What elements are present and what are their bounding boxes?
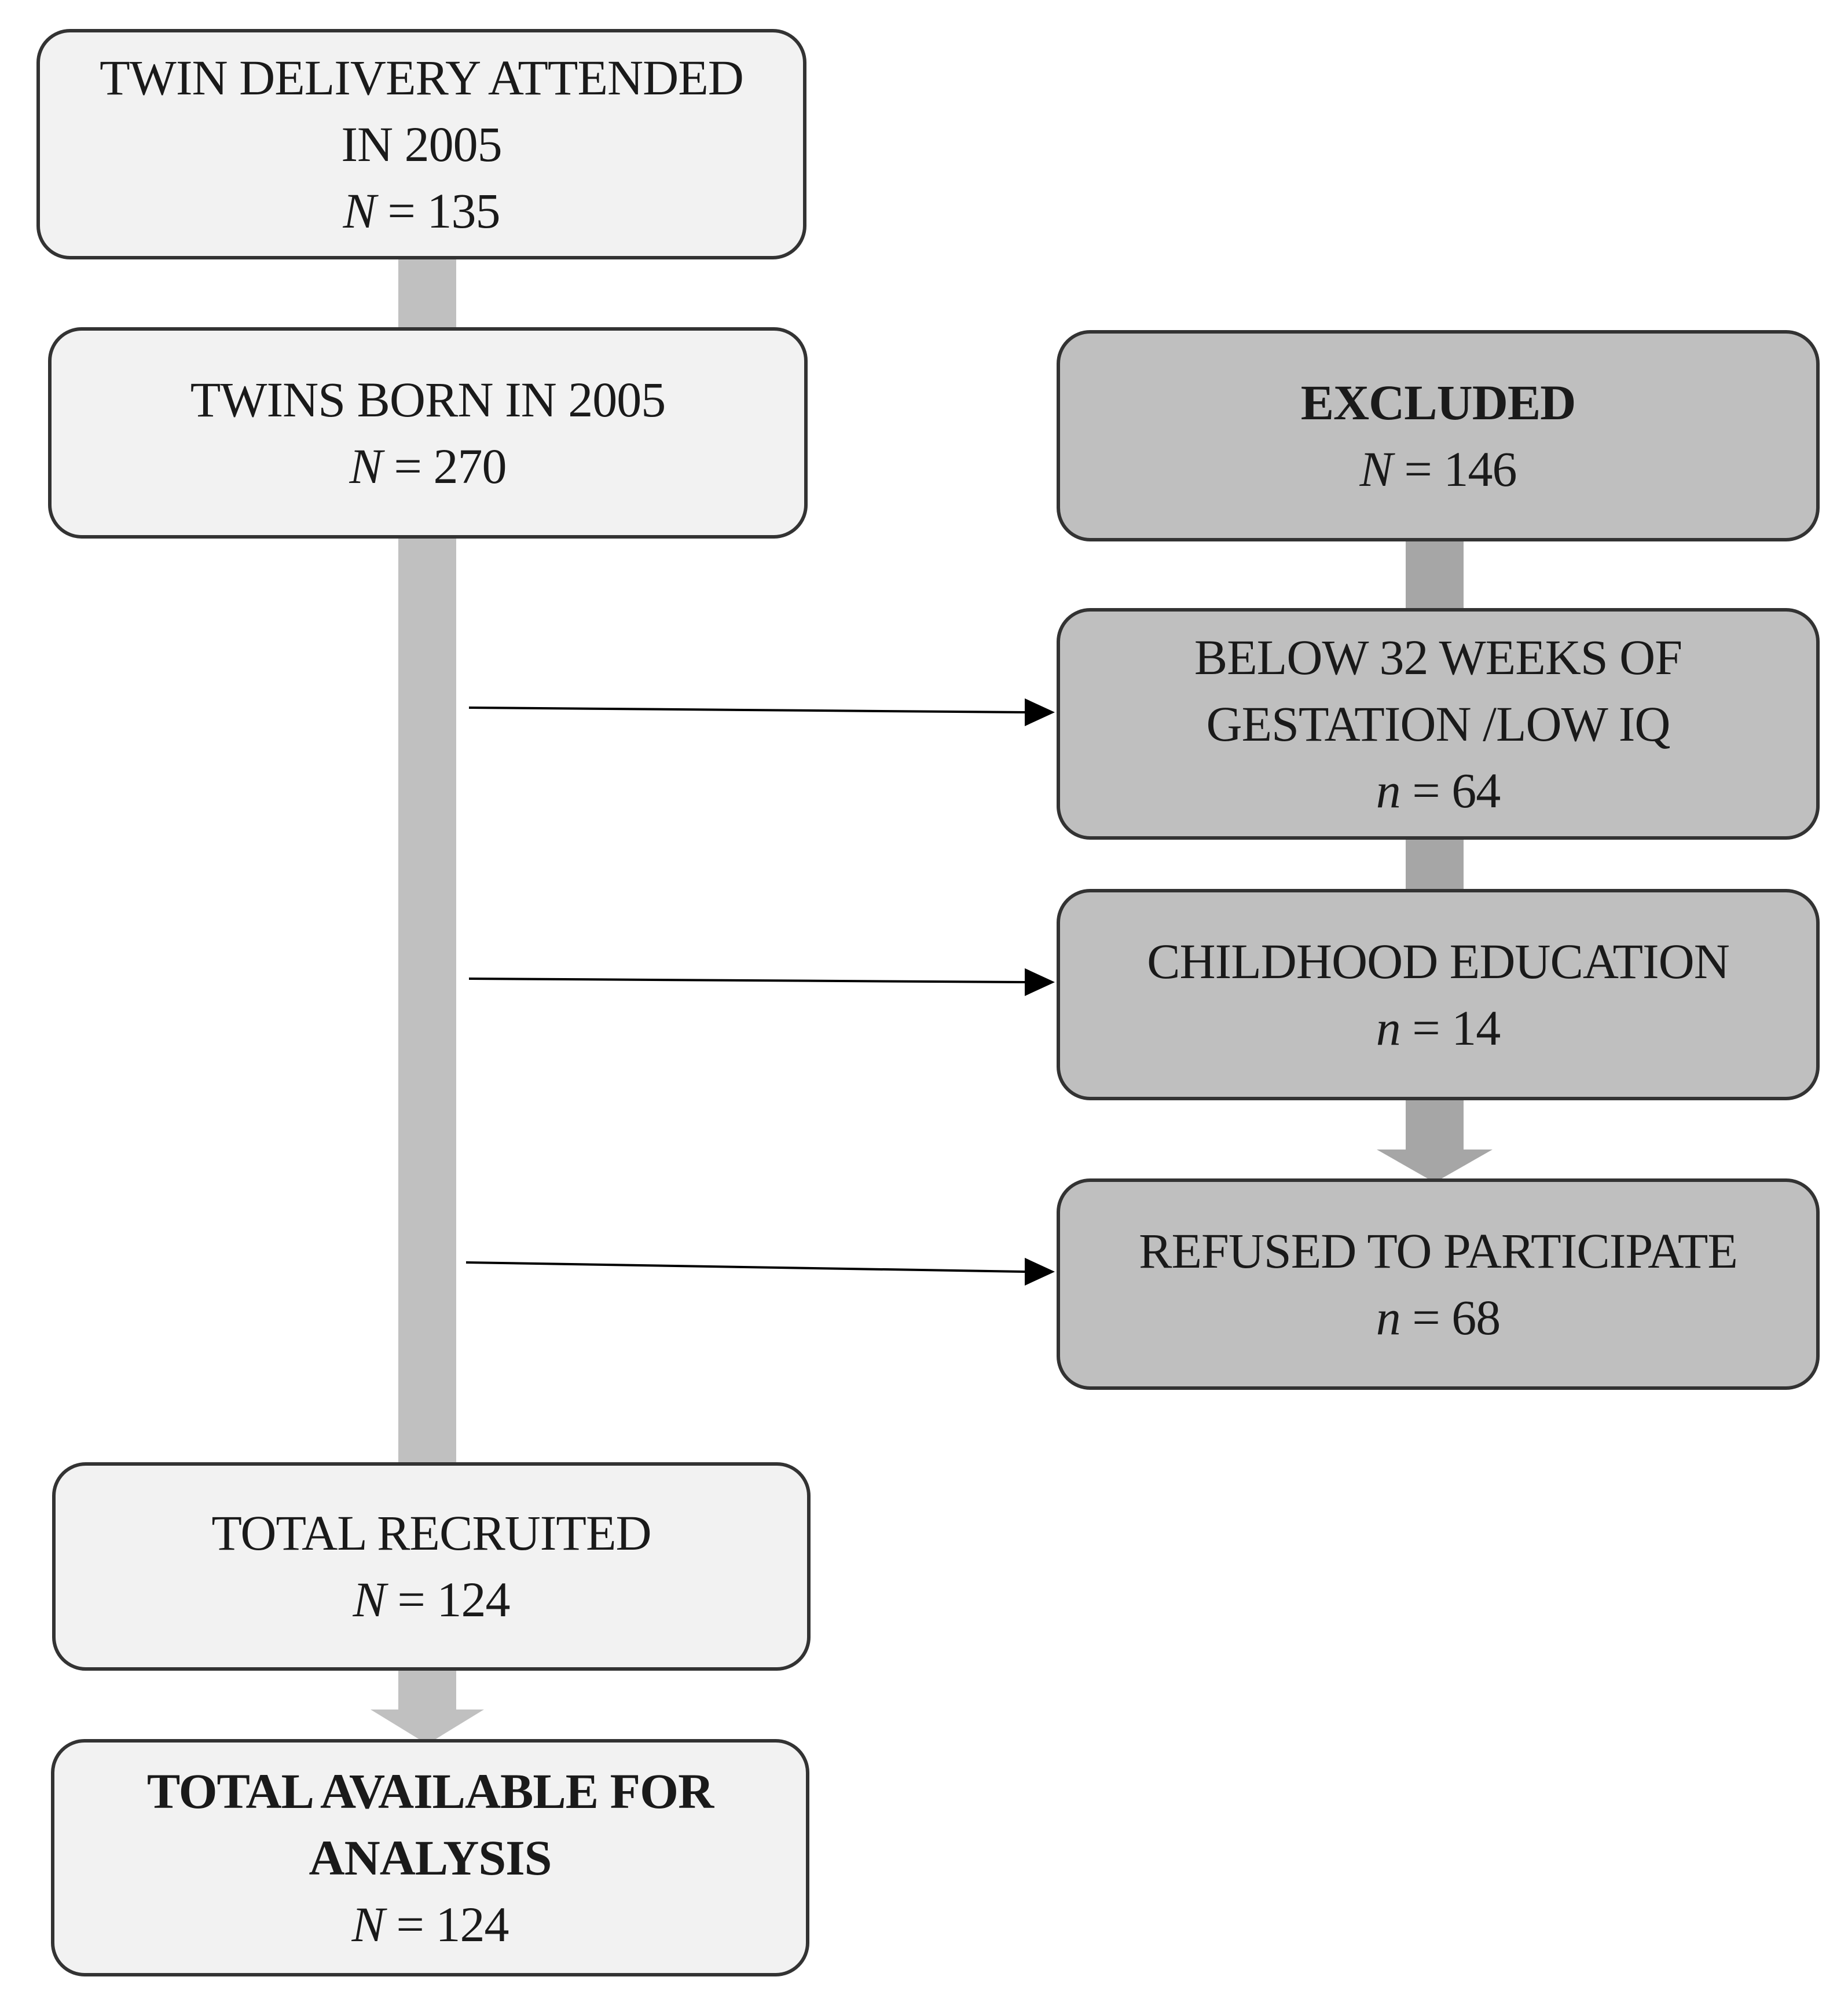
box-total-recruited: TOTAL RECRUITED N = 124 bbox=[52, 1462, 811, 1671]
box-total-available-for-analysis: TOTAL AVAILABLE FOR ANALYSIS N = 124 bbox=[51, 1739, 809, 1976]
arrowhead-to-refused-icon bbox=[1025, 1258, 1055, 1286]
arrow-line-to-education bbox=[468, 978, 1025, 983]
box-count: n = 64 bbox=[1376, 762, 1501, 818]
flow-bar-excluded-to-below32 bbox=[1406, 536, 1464, 614]
box-childhood-education: CHILDHOOD EDUCATION n = 14 bbox=[1057, 889, 1820, 1100]
box-count: N = 146 bbox=[1359, 441, 1517, 497]
box-text-line: TWINS BORN IN 2005 bbox=[190, 371, 666, 427]
box-text-line: TOTAL RECRUITED bbox=[211, 1505, 651, 1561]
flow-bar-recruited-to-available bbox=[398, 1662, 456, 1714]
box-text-line: CHILDHOOD EDUCATION bbox=[1147, 933, 1730, 989]
arrowhead-to-below32-icon bbox=[1025, 698, 1055, 726]
box-text-line: TOTAL AVAILABLE FOR bbox=[146, 1763, 714, 1819]
box-twin-delivery-attended: TWIN DELIVERY ATTENDED IN 2005 N = 135 bbox=[36, 29, 806, 259]
box-count: n = 68 bbox=[1376, 1289, 1501, 1345]
box-count: N = 124 bbox=[351, 1896, 509, 1952]
box-count: N = 270 bbox=[349, 438, 507, 494]
flow-arrowhead-to-available bbox=[371, 1710, 484, 1744]
box-twins-born: TWINS BORN IN 2005 N = 270 bbox=[48, 327, 808, 539]
box-text-line: REFUSED TO PARTICIPATE bbox=[1139, 1222, 1738, 1279]
box-below-32-weeks: BELOW 32 WEEKS OF GESTATION /LOW IQ n = … bbox=[1057, 608, 1820, 840]
box-text-line: BELOW 32 WEEKS OF bbox=[1194, 629, 1682, 685]
flow-bar-born-to-recruited bbox=[398, 533, 456, 1471]
arrow-line-to-below32 bbox=[468, 707, 1025, 713]
box-text-line: TWIN DELIVERY ATTENDED bbox=[100, 49, 744, 105]
box-count: n = 14 bbox=[1376, 1000, 1501, 1056]
box-count: N = 135 bbox=[343, 182, 501, 239]
flow-bar-education-to-refused bbox=[1406, 1100, 1464, 1154]
flow-bar-delivery-to-born bbox=[398, 255, 456, 333]
box-text-line: EXCLUDED bbox=[1300, 374, 1576, 430]
flow-arrowhead-to-refused bbox=[1377, 1150, 1493, 1183]
flow-bar-below32-to-education bbox=[1406, 840, 1464, 892]
box-excluded: EXCLUDED N = 146 bbox=[1057, 330, 1820, 541]
box-text-line: IN 2005 bbox=[341, 116, 502, 172]
box-refused-to-participate: REFUSED TO PARTICIPATE n = 68 bbox=[1057, 1178, 1820, 1390]
box-text-line: ANALYSIS bbox=[309, 1829, 552, 1886]
box-text-line: GESTATION /LOW IQ bbox=[1206, 695, 1671, 752]
arrowhead-to-education-icon bbox=[1025, 968, 1055, 996]
arrow-line-to-refused bbox=[465, 1261, 1025, 1273]
box-count: N = 124 bbox=[353, 1572, 511, 1627]
